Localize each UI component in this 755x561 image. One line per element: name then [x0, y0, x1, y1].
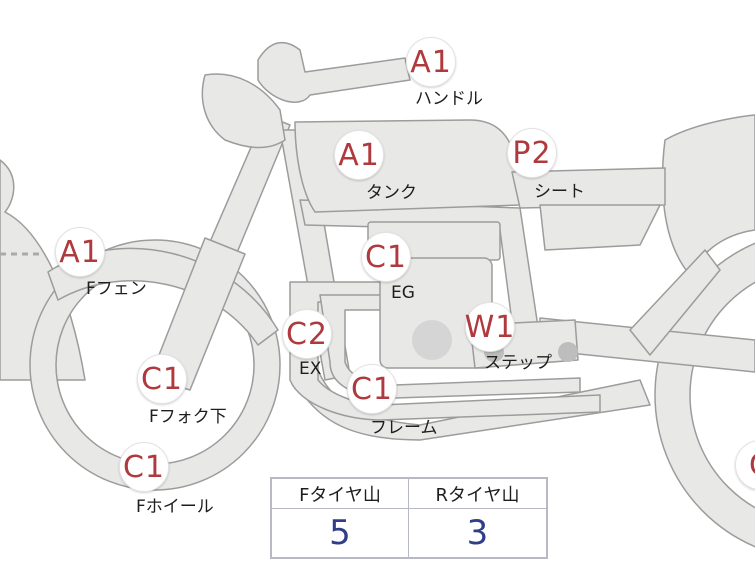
handlebar-shape [257, 41, 411, 103]
tire-tread-table: Fタイヤ山 Rタイヤ山 5 3 [270, 477, 548, 559]
rear-tire-header: Rタイヤ山 [409, 479, 546, 509]
seat-label: シート [534, 182, 585, 202]
handle-label: ハンドル [415, 89, 483, 109]
frame-grade: C1 [347, 364, 397, 414]
front-fork-label: Fフォク下 [149, 407, 227, 427]
rear-shock [629, 249, 721, 356]
step-peg-right [558, 342, 578, 362]
front-tire-value: 5 [272, 509, 409, 557]
front-fender-arc [47, 247, 279, 346]
front-fender-label: Fフェン [86, 279, 147, 299]
headlight-shape [201, 73, 286, 149]
seat-shape [511, 167, 666, 209]
engine-grade: C1 [361, 232, 411, 282]
engine-label: EG [391, 283, 415, 303]
step-grade: W1 [465, 302, 515, 352]
front-wheel-grade: C1 [119, 442, 169, 492]
exhaust-inner [319, 294, 581, 399]
front-wheel-label: Fホイール [136, 497, 214, 517]
engine-cover [412, 320, 452, 360]
front-fork-grade: C1 [137, 354, 187, 404]
step-label: ステップ [484, 353, 552, 373]
handle-grade: A1 [406, 37, 456, 87]
seat-bottom [539, 204, 661, 251]
rear-tire-value: 3 [466, 513, 489, 553]
tank-label: タンク [366, 183, 417, 203]
exhaust-grade: C2 [282, 309, 332, 359]
fork-lower [149, 237, 246, 391]
front-tire-header: Fタイヤ山 [272, 479, 409, 509]
front-fender-grade: A1 [55, 227, 105, 277]
exhaust-label: EX [299, 359, 322, 379]
frame-label: フレーム [370, 418, 438, 438]
tank-grade: A1 [334, 130, 384, 180]
seat-grade: P2 [507, 128, 557, 178]
